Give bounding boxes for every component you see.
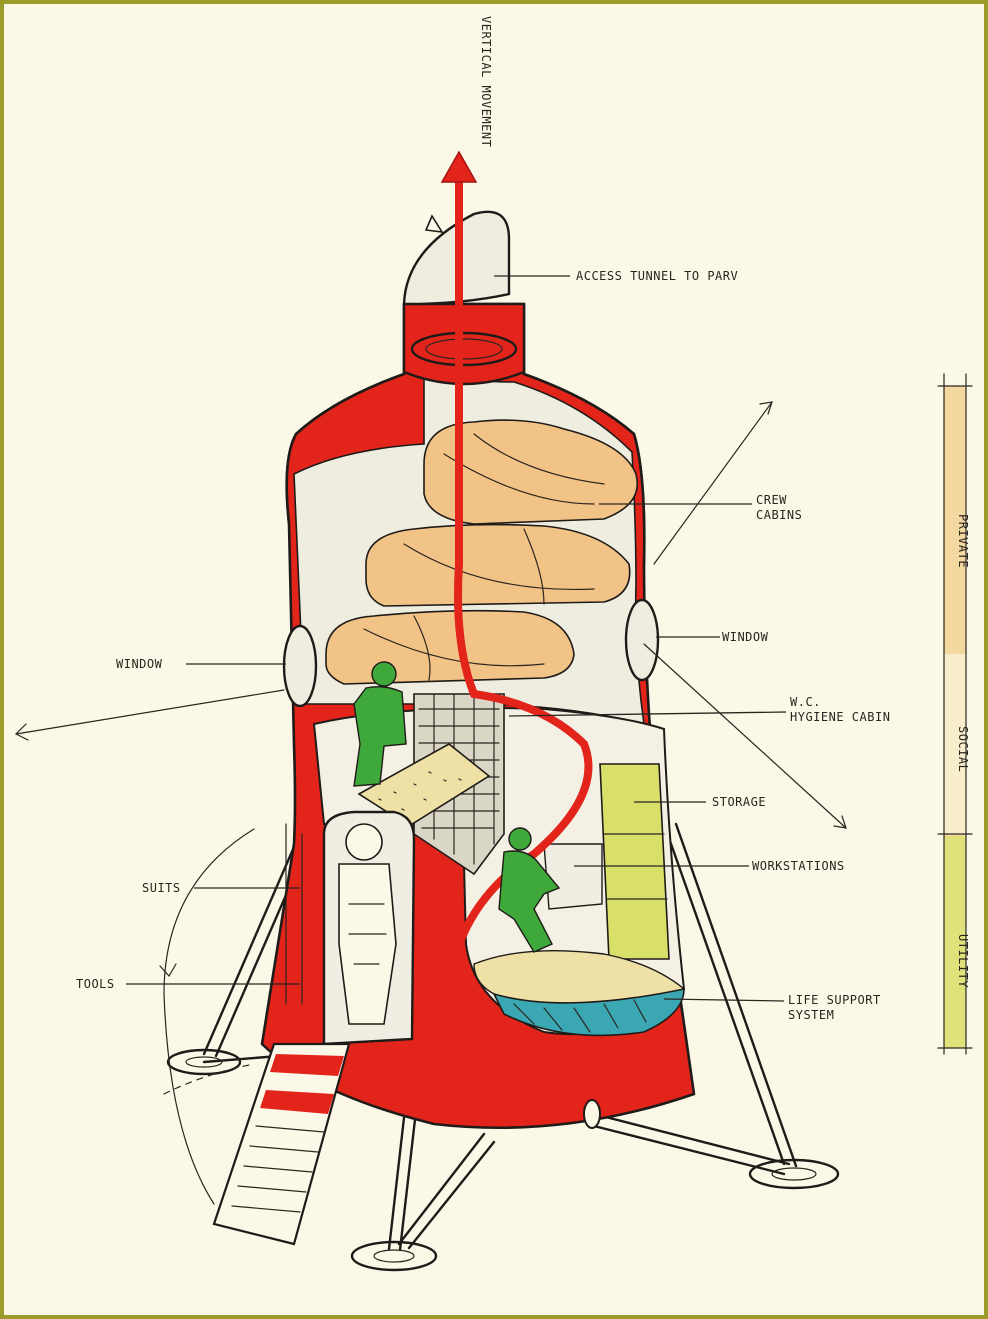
strut-pivot — [584, 1100, 600, 1128]
label-vertical-movement: VERTICAL MOVEMENT — [479, 16, 493, 147]
zone-scale: PRIVATE SOCIAL UTILITY — [938, 374, 972, 1054]
window-right-shape — [626, 600, 658, 680]
label-access-tunnel: ACCESS TUNNEL TO PARV — [576, 269, 738, 283]
workstation-desk — [544, 844, 602, 909]
label-crew-cabins-1: CREW — [756, 493, 787, 507]
footpad-front — [352, 1242, 436, 1270]
footpad-right — [750, 1160, 838, 1188]
label-suits: SUITS — [142, 881, 181, 895]
ladder — [214, 1044, 349, 1244]
habitat-cutaway-sketch: PRIVATE SOCIAL UTILITY — [4, 4, 984, 1315]
label-life-support-2: SYSTEM — [788, 1008, 834, 1022]
label-crew-cabins-2: CABINS — [756, 508, 802, 522]
cabin-middle — [366, 525, 630, 606]
access-tunnel — [404, 212, 524, 384]
label-storage: STORAGE — [712, 795, 766, 809]
label-wc-1: W.C. — [790, 695, 821, 709]
zone-label-utility: UTILITY — [956, 934, 970, 988]
label-window-right: WINDOW — [722, 630, 769, 644]
cabin-lower — [326, 611, 574, 684]
direction-marker — [426, 216, 442, 232]
zone-label-private: PRIVATE — [956, 514, 970, 568]
storage-unit — [600, 764, 669, 959]
label-wc-2: HYGIENE CABIN — [790, 710, 890, 724]
label-life-support-1: LIFE SUPPORT — [788, 993, 881, 1007]
label-window-left: WINDOW — [116, 657, 163, 671]
window-left-shape — [284, 626, 316, 706]
zone-label-social: SOCIAL — [956, 726, 970, 772]
label-tools: TOOLS — [76, 977, 115, 991]
label-workstations: WORKSTATIONS — [752, 859, 845, 873]
